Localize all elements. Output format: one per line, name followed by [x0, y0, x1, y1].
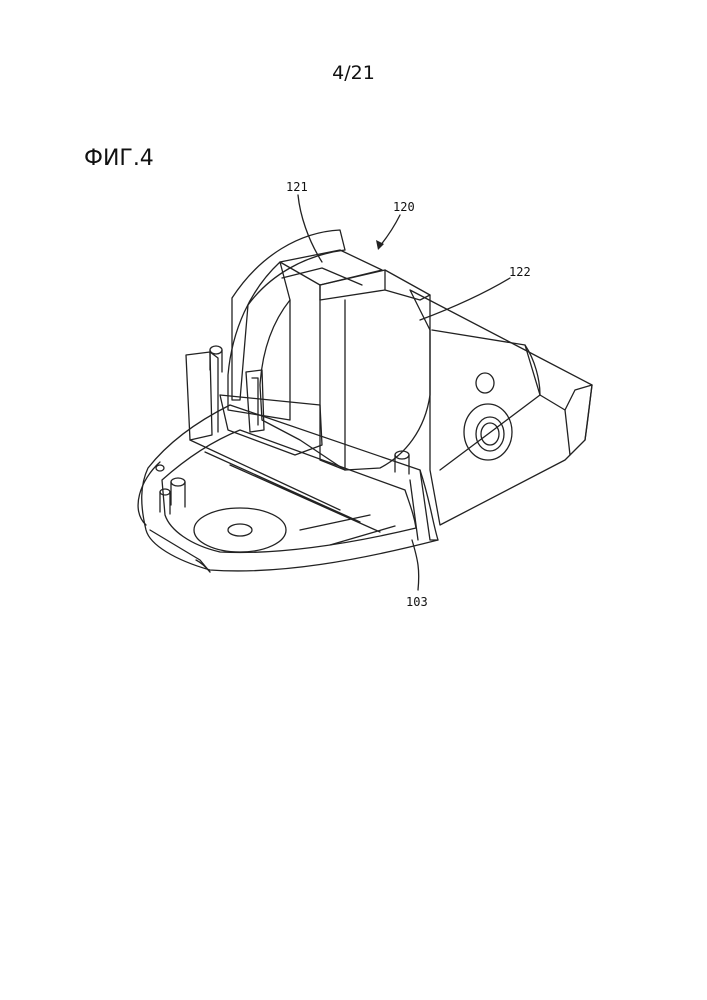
component-122 [320, 270, 430, 470]
component-121 [280, 250, 382, 285]
leader-121 [298, 195, 322, 262]
ref-121: 121 [286, 180, 308, 194]
shaft-boss [464, 404, 512, 460]
ref-120: 120 [393, 200, 415, 214]
floor-disc [194, 508, 286, 552]
ref-122: 122 [509, 265, 531, 279]
left-post [186, 352, 212, 440]
back-wall [232, 230, 345, 400]
ref-103: 103 [406, 595, 428, 609]
base-tray [142, 405, 438, 571]
right-housing [410, 290, 592, 525]
leader-120 [380, 215, 400, 246]
leader-103 [412, 540, 419, 590]
leader-122 [420, 278, 510, 320]
